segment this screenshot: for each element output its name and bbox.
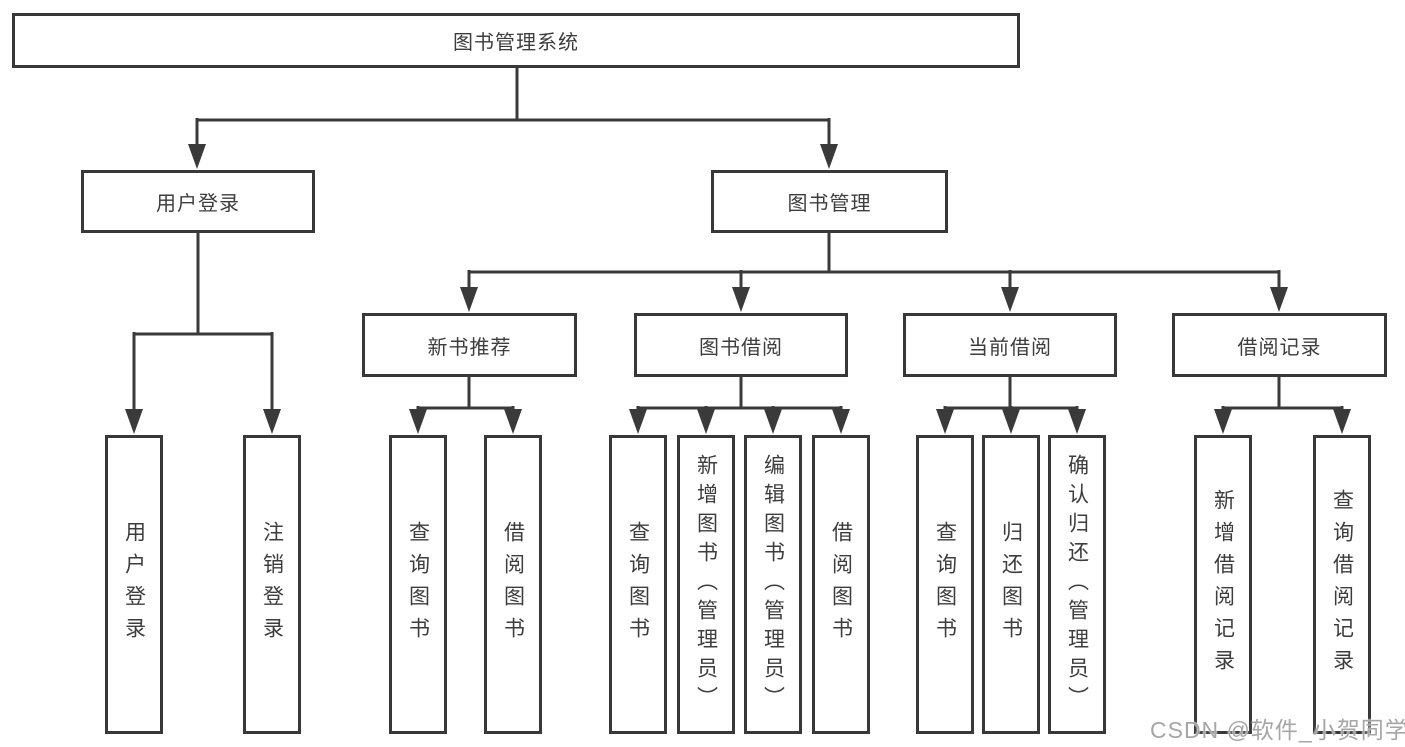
leaf-edit-books-admin: 编辑图书（管理员）: [744, 435, 802, 734]
node-library-system: 图书管理系统: [12, 13, 1020, 68]
leaf-confirm-return-admin: 确认归还（管理员）: [1048, 435, 1106, 734]
leaf-user-login: 用户登录: [105, 435, 163, 734]
leaf-query-books-borrowing: 查询图书: [609, 435, 667, 734]
node-book-borrowing: 图书借阅: [634, 313, 848, 377]
leaf-query-borrow-record: 查询借阅记录: [1313, 435, 1371, 734]
node-new-book-recommend: 新书推荐: [362, 313, 577, 377]
leaf-query-books-current: 查询图书: [916, 435, 974, 734]
leaf-borrow-books-recommend: 借阅图书: [484, 435, 542, 734]
node-current-borrowing: 当前借阅: [903, 313, 1117, 377]
connector-lines: [132, 68, 1344, 414]
leaf-logout: 注销登录: [243, 435, 301, 734]
leaf-borrow-books: 借阅图书: [812, 435, 870, 734]
leaf-return-books: 归还图书: [982, 435, 1040, 734]
watermark: CSDN @软件_小贺同学: [1150, 717, 1405, 743]
node-user-login: 用户登录: [81, 170, 315, 233]
node-borrowing-records: 借阅记录: [1172, 313, 1387, 377]
connector-arrowheads: [125, 144, 1351, 434]
leaf-query-books-recommend: 查询图书: [389, 435, 447, 734]
leaf-add-books-admin: 新增图书（管理员）: [677, 435, 735, 734]
node-book-management: 图书管理: [711, 170, 948, 233]
leaf-add-borrow-record: 新增借阅记录: [1194, 435, 1252, 734]
